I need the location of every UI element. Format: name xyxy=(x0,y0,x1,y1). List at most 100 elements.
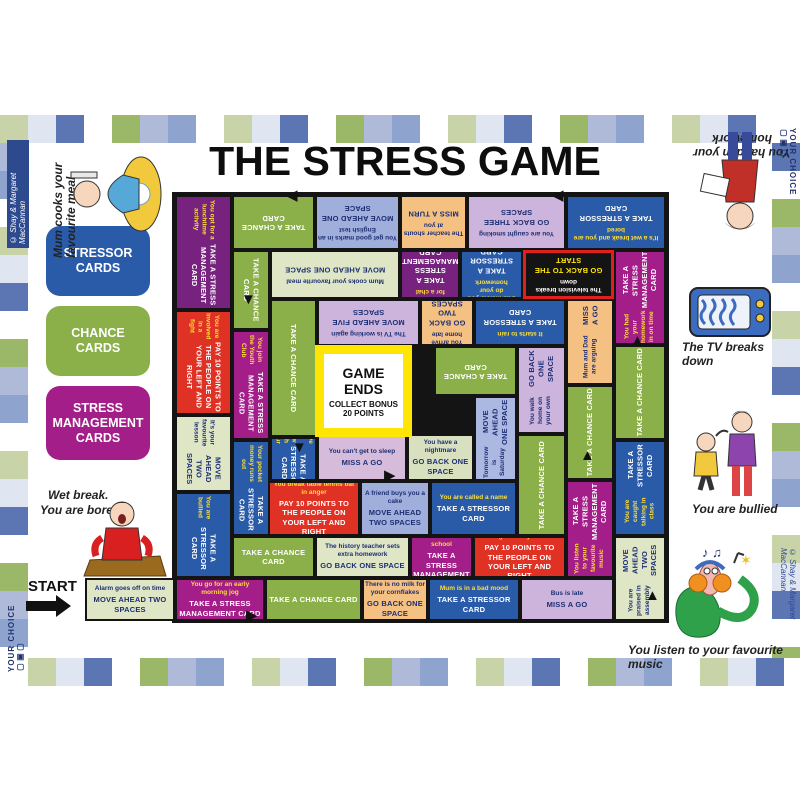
square-action: MOVE AHEAD FIVE SPACES xyxy=(332,308,405,327)
square-action: TAKE A STRESS MANAGEMENT CARD xyxy=(189,244,218,306)
mosaic-tile xyxy=(772,199,800,227)
mosaic-border-right xyxy=(772,143,800,658)
square-action: GO BACK ONE SPACE xyxy=(412,457,469,476)
square-text: You get good marks in an English test xyxy=(318,225,397,241)
square-action: TAKE A STRESS MANAGEMENT CARD xyxy=(621,251,659,309)
mosaic-tile xyxy=(672,658,700,686)
bullied-cartoon xyxy=(693,410,757,496)
square-action: TAKE A STRESSOR CARD xyxy=(436,504,511,523)
mosaic-tile xyxy=(644,115,672,143)
spiral-path-end-horizontal xyxy=(434,396,474,434)
square-action: TAKE A STRESS MANAGEMENT CARD xyxy=(237,372,266,434)
mosaic-tile xyxy=(252,658,280,686)
game-ends-bonus: COLLECT BONUS xyxy=(329,399,398,409)
square-text: You have a row with your mum xyxy=(272,439,315,444)
square-home-late: You arrive home late GO BACK TWO SPACES xyxy=(420,299,474,346)
mosaic-tile xyxy=(476,658,504,686)
square-text: You can't get to sleep xyxy=(328,447,396,455)
square-action: TAKE A STRESSOR CARD xyxy=(437,595,511,614)
square-text: You are caught talking in class xyxy=(623,497,656,526)
mosaic-tile xyxy=(772,563,800,591)
mosaic-tile xyxy=(0,339,28,367)
square-action: TAKE A STRESSOR CARD xyxy=(279,446,308,481)
square-action: TAKE A STRESSOR CARD xyxy=(470,250,513,276)
square-action: GO BACK TWO SPACES xyxy=(428,299,466,328)
mosaic-tile xyxy=(616,115,644,143)
path-arrow-right-icon: ▶ xyxy=(384,467,396,484)
mosaic-tile xyxy=(336,658,364,686)
square-text: You listen to your favourite music xyxy=(573,543,606,574)
square-action: GO BACK THREE SPACES xyxy=(483,208,550,227)
mosaic-tile xyxy=(0,367,28,395)
square-text: A friend buys you a cake xyxy=(364,490,426,506)
start-arrow-icon xyxy=(26,595,71,617)
mosaic-tile xyxy=(672,115,700,143)
square-action: GO BACK TO THE START xyxy=(534,256,603,275)
square-text: You have a nightmare xyxy=(423,439,458,455)
square-chance-8: TAKE A CHANCE CARD xyxy=(270,299,317,437)
path-arrow-up-icon: ▲ xyxy=(580,447,595,464)
mosaic-tile xyxy=(84,658,112,686)
game-ends-title: GAME ENDS xyxy=(342,364,385,397)
mosaic-tile xyxy=(772,311,800,339)
square-text: You go for an early morning jog xyxy=(190,581,250,597)
mosaic-tile xyxy=(644,658,672,686)
spiral-path-end-vertical xyxy=(412,346,434,434)
square-english-test: You get good marks in an English test MOV… xyxy=(315,195,400,250)
mosaic-tile xyxy=(308,115,336,143)
square-action: MOVE AHEAD TWO SPACES xyxy=(368,508,422,527)
mosaic-tile xyxy=(420,658,448,686)
square-text: There is no milk for your cornflakes xyxy=(365,581,425,597)
mosaic-tile xyxy=(772,479,800,507)
square-text: It starts to rain xyxy=(497,329,543,337)
mosaic-tile xyxy=(280,658,308,686)
mosaic-tile xyxy=(280,115,308,143)
square-text: You arrive home late xyxy=(431,330,463,346)
mosaic-tile xyxy=(504,658,532,686)
mosaic-tile xyxy=(224,115,252,143)
square-text: You opt for a lunchtime activity xyxy=(192,199,216,240)
square-action: PAY 10 POINTS TO THE PEOPLE ON YOUR LEFT… xyxy=(278,498,350,536)
square-action: MISS A GO xyxy=(580,305,599,326)
mosaic-tile xyxy=(112,658,140,686)
mosaic-tile xyxy=(700,658,728,686)
square-action: MOVE AHEAD ONE SPACE xyxy=(321,204,394,223)
mosaic-tile xyxy=(196,115,224,143)
square-action: TAKE A STRESS MANAGEMENT CARD xyxy=(571,482,609,540)
mosaic-tile xyxy=(756,115,784,143)
square-chance-1: TAKE A CHANCE CARD xyxy=(265,578,362,621)
square-action: TAKE A STRESSOR CARD xyxy=(237,488,266,532)
mosaic-tile xyxy=(504,115,532,143)
game-ends-box: GAME ENDS COLLECT BONUS 20 POINTS xyxy=(315,345,412,437)
caption-wet-break-2: You are bored xyxy=(40,503,121,517)
mosaic-tile xyxy=(532,115,560,143)
square-action: MISS A GO xyxy=(546,599,588,609)
mosaic-tile xyxy=(224,658,252,686)
square-text: Your pocket money runs out xyxy=(239,445,264,483)
square-text: You join the Youth Club xyxy=(239,335,264,365)
svg-text:✶: ✶ xyxy=(740,552,752,568)
square-action: GO BACK ONE SPACE xyxy=(367,599,423,618)
mosaic-tile xyxy=(392,658,420,686)
mosaic-tile xyxy=(772,143,800,171)
mosaic-tile xyxy=(772,619,800,647)
mosaic-tile xyxy=(772,451,800,479)
mosaic-tile xyxy=(140,658,168,686)
mosaic-tile xyxy=(476,115,504,143)
square-action: TAKE A CHANCE CARD xyxy=(443,362,508,381)
square-action: TAKE A CHANCE CARD xyxy=(536,440,546,530)
mosaic-border-top xyxy=(0,115,800,143)
